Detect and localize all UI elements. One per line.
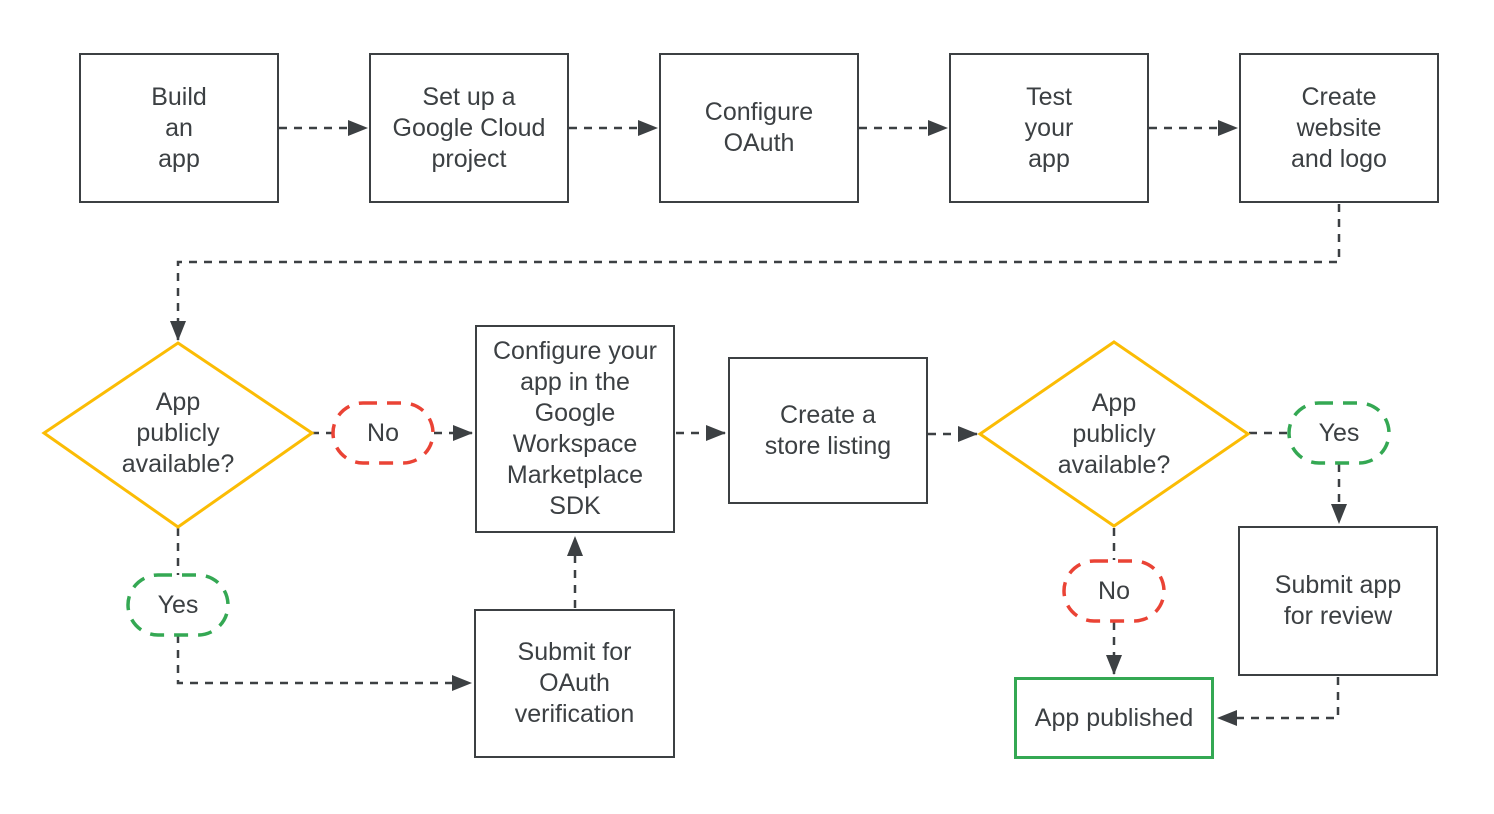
- no-left-oval: [331, 401, 435, 465]
- node-marketplace-sdk: Configure your app in the Google Workspa…: [475, 325, 675, 533]
- node-line: store listing: [764, 431, 892, 460]
- node-line: Configure your: [493, 337, 657, 365]
- node-test-app: Test your app: [949, 53, 1149, 203]
- node-line: App: [1091, 388, 1137, 417]
- node-line: project: [431, 144, 507, 173]
- node-line: and logo: [1291, 144, 1387, 173]
- node-line: Submit for: [517, 638, 632, 666]
- node-line: Create: [1301, 82, 1377, 111]
- node-line: website: [1296, 113, 1382, 142]
- node-submit-review: Submit app for review: [1238, 526, 1438, 676]
- node-line: verification: [514, 700, 635, 728]
- connector-yes-to-oauth-verification: [176, 635, 472, 691]
- connector-review-to-published: [1217, 677, 1340, 726]
- node-configure-oauth: Configure OAuth: [659, 53, 859, 203]
- node-create-website: Create website and logo: [1239, 53, 1439, 203]
- branch-no-left-label: No: [367, 418, 399, 447]
- yes-left-oval: [126, 573, 230, 637]
- node-line: available?: [1057, 450, 1171, 479]
- node-line: your: [1024, 113, 1074, 142]
- node-app-published: App published: [1014, 677, 1214, 759]
- node-store-listing: Create a store listing: [728, 357, 928, 504]
- node-line: Build: [151, 82, 207, 111]
- node-line: available?: [121, 449, 235, 478]
- branch-yes-left-label: Yes: [157, 590, 199, 619]
- decision-right-diamond: [977, 340, 1251, 528]
- node-line: Create a: [780, 400, 876, 429]
- branch-no-right-label: No: [1098, 576, 1130, 605]
- node-build-app: Build an app: [79, 53, 279, 203]
- node-line: Submit app: [1274, 571, 1402, 599]
- node-line: app in the: [520, 368, 630, 396]
- node-line: Marketplace: [506, 461, 644, 489]
- node-line: Workspace: [512, 430, 638, 458]
- node-line: app: [158, 144, 200, 173]
- node-setup-project: Set up a Google Cloud project: [369, 53, 569, 203]
- connector-website-to-decision-left: [170, 204, 1341, 341]
- node-line: Google Cloud: [392, 113, 546, 142]
- node-line: SDK: [549, 492, 601, 520]
- decision-right-label: App publicly available?: [1014, 386, 1214, 482]
- node-line: for review: [1283, 602, 1393, 630]
- yes-right-oval: [1287, 401, 1391, 465]
- node-line: Test: [1026, 82, 1072, 111]
- node-line: Configure: [704, 98, 814, 126]
- node-oauth-verification: Submit for OAuth verification: [474, 609, 675, 758]
- node-line: App published: [1034, 703, 1194, 732]
- node-line: OAuth: [723, 129, 795, 157]
- branch-yes-right-label: Yes: [1318, 418, 1360, 447]
- node-line: publicly: [136, 418, 220, 447]
- node-line: OAuth: [539, 669, 610, 697]
- node-line: Google: [534, 399, 616, 427]
- decision-left-label: App publicly available?: [78, 385, 278, 481]
- decision-left-diamond: [41, 341, 315, 529]
- node-line: Set up a: [422, 82, 516, 111]
- node-line: publicly: [1072, 419, 1156, 448]
- node-line: App: [155, 387, 201, 416]
- no-right-oval: [1062, 559, 1166, 623]
- node-line: app: [1028, 144, 1070, 173]
- node-line: an: [165, 113, 193, 142]
